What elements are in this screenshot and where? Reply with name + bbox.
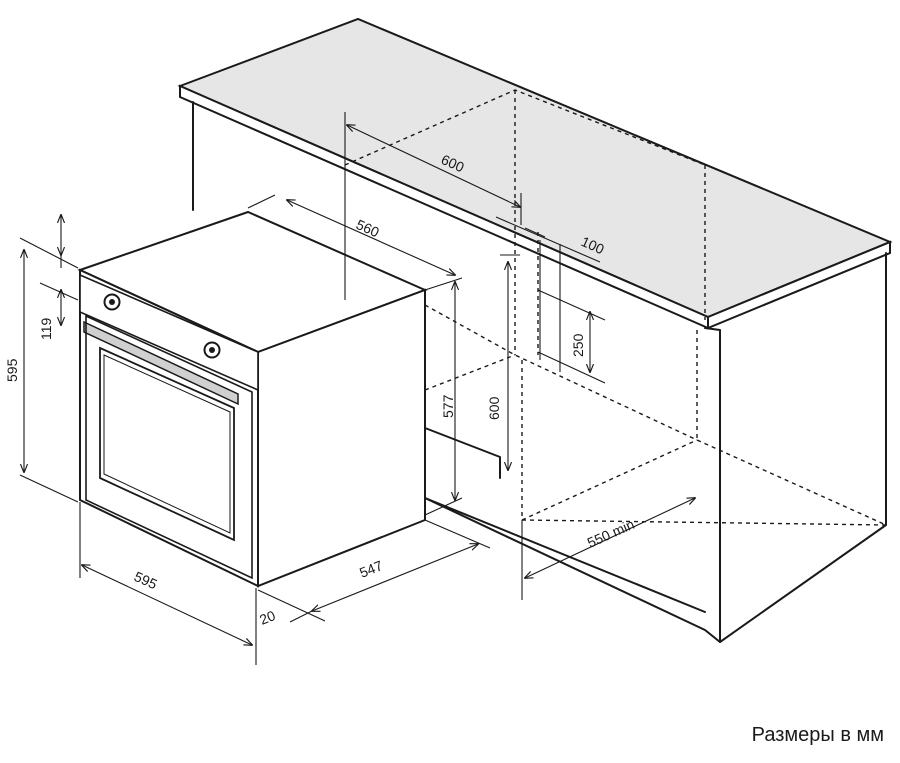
- cabinet-right-side: [719, 252, 887, 643]
- dim-oven-height: 595: [4, 358, 20, 382]
- dim-oven-width: 595: [132, 568, 160, 592]
- oven: [77, 210, 428, 588]
- countertop-right-edge: [707, 240, 891, 330]
- hidden-front-bottom: [521, 519, 887, 526]
- units-caption: Размеры в мм: [751, 724, 884, 746]
- dim-niche-height: 600: [486, 396, 502, 420]
- door-window: [99, 346, 235, 542]
- plinth-line: [424, 497, 706, 613]
- dim-oven-body-height: 577: [440, 394, 456, 418]
- hidden-base-line: [521, 439, 698, 521]
- dim-oven-body-depth: 547: [357, 557, 385, 581]
- dim-panel-height: 119: [38, 317, 54, 340]
- hidden-vent-line: [424, 304, 887, 526]
- control-panel: [79, 273, 259, 392]
- dim-vent-height: 250: [570, 333, 586, 357]
- niche-shelf: [424, 427, 501, 479]
- cabinet-front-right: [704, 327, 721, 643]
- dim-oven-depth: 560: [354, 216, 382, 240]
- dim-front-thickness: 20: [257, 607, 278, 628]
- hidden-floor-line: [424, 354, 516, 391]
- door-handle: [83, 320, 239, 406]
- door-window-inner: [103, 354, 231, 534]
- dimension-lines: [19, 112, 695, 665]
